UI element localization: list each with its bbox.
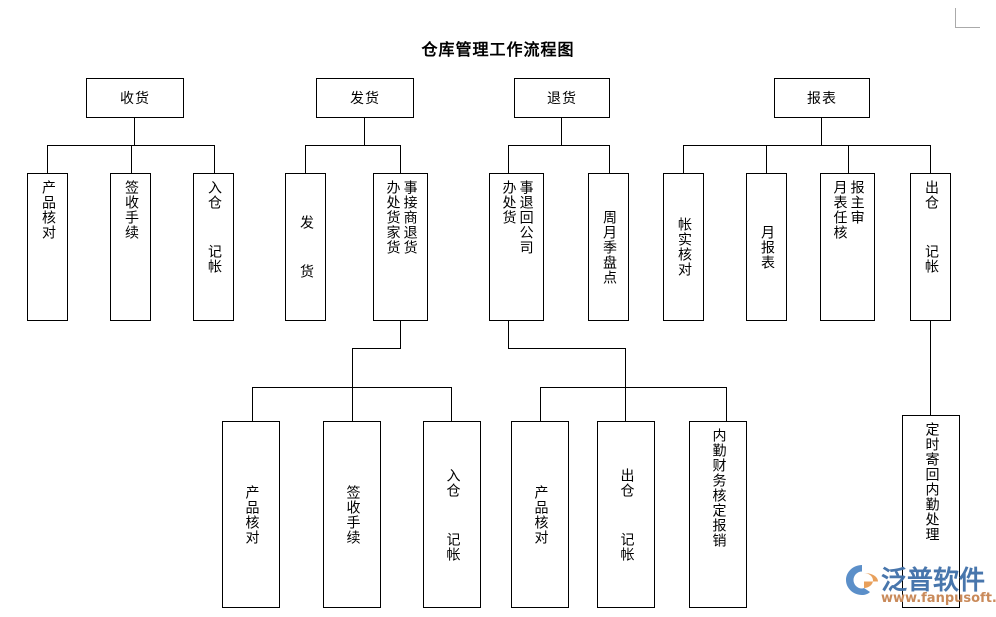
node-returns[interactable]: 退货 [514,78,610,118]
node-label-col-right: 签收手续 [344,484,361,545]
connector-line [47,145,48,173]
connector-line [352,387,353,421]
node-ship-goods[interactable]: 发 货 [285,173,326,321]
watermark-url: www.fanpusoft.com [881,591,996,606]
connector-line [540,387,541,421]
node-label-col-right: 报主审 [848,180,865,225]
node-label: 报表 [807,91,837,107]
node-manager-approval[interactable]: 报主审 月表任核 [820,173,875,321]
connector-line [726,387,727,421]
node-label-col-right: 帐实核对 [676,217,693,277]
connector-line [561,118,562,145]
node-signoff-procedure-2[interactable]: 签收手续 [323,421,381,608]
node-label-col-right: 内勤财务核定报销 [710,428,727,548]
connector-line [352,348,353,388]
connector-line [134,118,135,145]
node-warehouse-entry-record-2[interactable]: 入仓 记帐 [423,421,481,608]
connector-line [305,145,401,146]
connector-line [400,145,401,173]
connector-line [400,321,401,348]
watermark: 泛普软件 www.fanpusoft.com [845,560,996,612]
connector-line [821,118,822,145]
connector-line [540,387,727,388]
node-label: 退货 [547,91,577,107]
node-monthly-report[interactable]: 月报表 [746,173,787,321]
node-warehouse-exit-record[interactable]: 出仓 记帐 [910,173,951,321]
connector-line [252,387,253,421]
connector-line [683,145,684,173]
node-label: 收货 [120,91,150,107]
watermark-brand: 泛普软件 [881,566,986,596]
node-label-col-right: 签收手续 [123,180,140,240]
connector-line [848,145,849,173]
node-label-col-left: 办处货 [500,180,517,225]
node-product-verification-3[interactable]: 产品核对 [511,421,569,608]
connector-line [508,348,626,349]
connector-line [609,145,610,173]
connector-line [214,145,215,173]
node-label-col-right: 月报表 [759,224,776,270]
crop-mark-icon [955,8,981,30]
node-warehouse-exit-record-2[interactable]: 出仓 记帐 [597,421,655,608]
node-label: 发货 [350,91,380,107]
node-label-col-right: 事接商退货 [401,180,418,255]
connector-line [930,321,931,415]
node-label-col-right: 产品核对 [532,484,549,545]
node-label-col-left: 月表任核 [831,180,848,240]
node-label-col-right: 事退回公司 [517,180,534,255]
node-book-stock-reconcile[interactable]: 帐实核对 [663,173,704,321]
connector-line [352,348,401,349]
node-label-col-right: 产品核对 [40,180,57,240]
node-shipping[interactable]: 发货 [316,78,414,118]
node-label-col-right: 出仓 记帐 [923,180,940,274]
connector-line [131,145,132,173]
page-title: 仓库管理工作流程图 [421,40,575,59]
node-warehouse-entry-record[interactable]: 入仓 记帐 [193,173,234,321]
node-signoff-procedure[interactable]: 签收手续 [110,173,151,321]
node-label-col-right: 入仓 记帐 [444,467,461,562]
node-label-col-right: 定时寄回内勤处理 [923,422,940,542]
connector-line [625,348,626,388]
node-label-col-left: 办处货家货 [384,180,401,255]
connector-line [508,145,610,146]
node-label-col-right: 发 货 [298,215,315,279]
connector-line [305,145,306,173]
connector-line [766,145,767,173]
node-reports[interactable]: 报表 [774,78,870,118]
node-product-verification[interactable]: 产品核对 [27,173,68,321]
node-mail-back-to-office[interactable]: 定时寄回内勤处理 [902,415,960,608]
connector-line [508,145,509,173]
connector-line [683,145,931,146]
node-return-to-company[interactable]: 事退回公司 办处货 [489,173,544,321]
connector-line [930,145,931,173]
node-periodic-stocktake[interactable]: 周月季盘点 [588,173,629,321]
fanpu-logo-icon [846,565,878,595]
node-handle-vendor-returns[interactable]: 事接商退货 办处货家货 [373,173,428,321]
connector-line [508,321,509,348]
connector-line [364,118,365,145]
node-finance-reimbursement[interactable]: 内勤财务核定报销 [689,421,747,608]
node-receiving[interactable]: 收货 [86,78,184,118]
node-label-col-right: 入仓 记帐 [206,180,223,274]
node-label-col-right: 周月季盘点 [601,209,618,285]
node-product-verification-2[interactable]: 产品核对 [222,421,280,608]
node-label-col-right: 产品核对 [243,484,260,545]
connector-line [451,387,452,421]
connector-line [625,387,626,421]
node-label-col-right: 出仓 记帐 [618,467,635,562]
